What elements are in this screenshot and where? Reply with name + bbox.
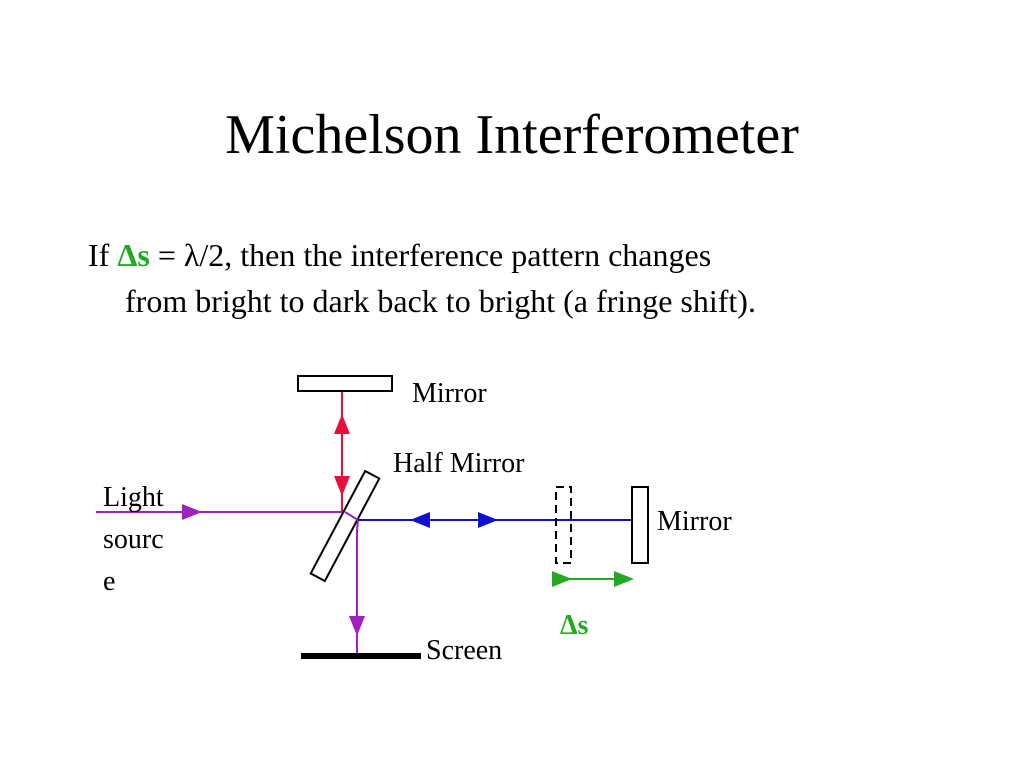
slide-title: Michelson Interferometer [225, 104, 799, 166]
body-equation: = λ/2, then the interference pattern cha… [149, 237, 712, 273]
light-source-label-3: e [103, 566, 115, 597]
right-mirror-label: Mirror [657, 506, 732, 537]
half-mirror [309, 469, 381, 583]
light-source-label-2: sourc [103, 524, 164, 555]
mirror-previous-position [555, 486, 572, 564]
screen-label: Screen [426, 635, 502, 666]
light-source-label-1: Light [103, 482, 164, 513]
body-line-2: from bright to dark back to bright (a fr… [125, 283, 756, 319]
delta-s-label: Δs [560, 610, 589, 641]
delta-s-inline: Δs [117, 237, 150, 273]
right-mirror [631, 486, 649, 564]
body-prefix: If [88, 237, 118, 273]
top-mirror [297, 375, 393, 392]
top-mirror-label: Mirror [412, 378, 487, 409]
half-mirror-label: Half Mirror [393, 448, 525, 479]
body-text: If Δs = λ/2, then the interference patte… [88, 232, 958, 324]
